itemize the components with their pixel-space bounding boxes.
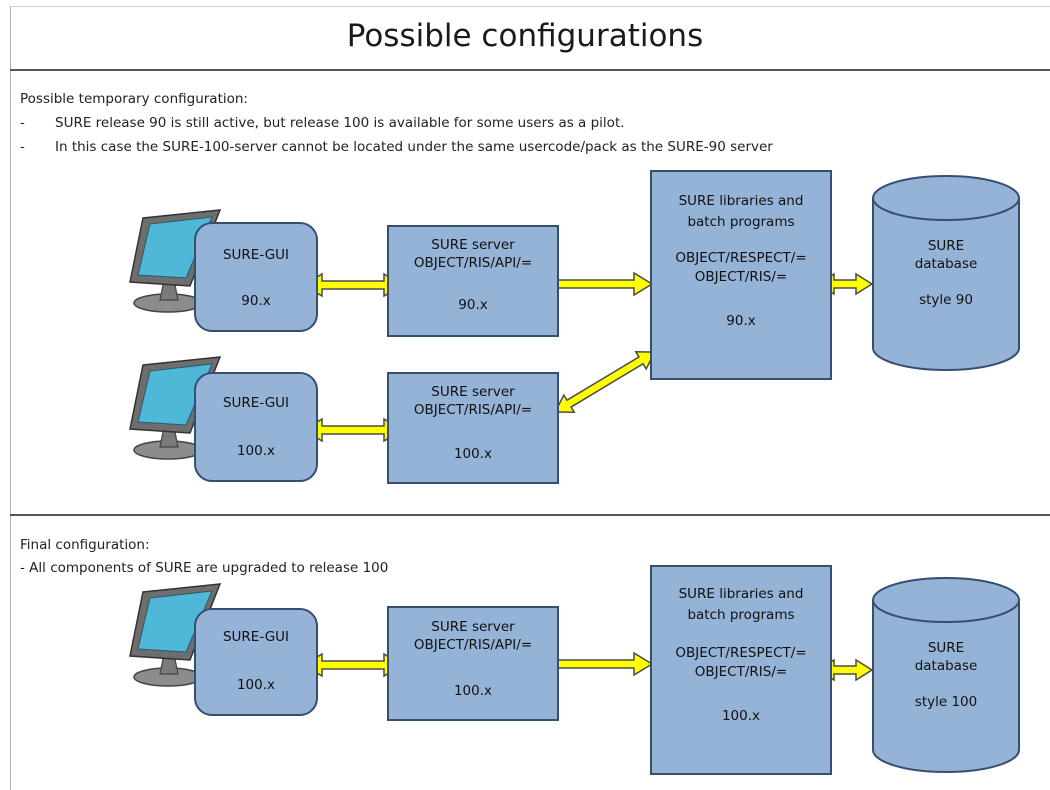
database-style: style 90 [919,292,973,308]
libraries-line1: SURE libraries and [678,193,804,209]
title-divider [10,69,1050,71]
sure-gui-final-box: SURE-GUI 100.x [194,608,318,716]
sure-server-100-box: SURE server OBJECT/RIS/API/= 100.x [387,372,559,484]
final-bullet: - All components of SURE are upgraded to… [20,560,389,576]
libraries-version: 90.x [726,312,756,329]
libraries-line2: batch programs [687,214,795,231]
sure-server-final-box: SURE server OBJECT/RIS/API/= 100.x [387,606,559,721]
slide-frame [10,6,1050,790]
slide-title: Possible configurations [346,18,704,54]
server-path: OBJECT/RIS/API/= [413,402,533,419]
database-line1: SURE [927,640,965,656]
sure-libraries-90-box: SURE libraries and batch programs OBJECT… [650,170,832,380]
server-title: SURE server [431,237,515,253]
server-version: 90.x [458,297,488,314]
temporary-bullet-1: SURE release 90 is still active, but rel… [55,115,625,131]
libraries-line4: OBJECT/RIS/= [694,663,788,680]
server-title: SURE server [431,384,515,400]
database-style: style 100 [914,694,978,710]
gui-version: 100.x [236,443,276,460]
sure-server-90-box: SURE server OBJECT/RIS/API/= 90.x [387,225,559,337]
gui-version: 90.x [241,293,271,310]
libraries-line3: OBJECT/RESPECT/= [675,645,807,662]
libraries-line3: OBJECT/RESPECT/= [675,250,807,267]
database-90-label: SURE database style 90 [873,238,1019,308]
gui-version: 100.x [236,677,276,694]
bullet-marker-1: - [20,115,25,131]
sure-libraries-final-box: SURE libraries and batch programs OBJECT… [650,565,832,775]
final-heading: Final configuration: [20,537,150,553]
server-path: OBJECT/RIS/API/= [413,255,533,272]
bullet-marker-2: - [20,139,25,155]
server-version: 100.x [453,446,493,463]
server-title: SURE server [431,619,515,635]
section-divider [10,514,1050,516]
libraries-line4: OBJECT/RIS/= [694,268,788,285]
gui-name: SURE-GUI [222,629,290,645]
database-cylinder-icon [872,175,1020,371]
server-version: 100.x [453,683,493,700]
database-line2: database [914,658,978,674]
sure-gui-100-box: SURE-GUI 100.x [194,372,318,482]
database-line2: database [914,256,978,272]
gui-name: SURE-GUI [222,395,290,411]
database-line1: SURE [927,238,965,254]
database-cylinder-icon [872,577,1020,773]
sure-gui-90-box: SURE-GUI 90.x [194,222,318,332]
libraries-line2: batch programs [687,607,795,624]
libraries-line1: SURE libraries and [678,586,804,602]
database-final-label: SURE database style 100 [873,640,1019,710]
double-arrow-icon [554,351,656,413]
temporary-bullet-2: In this case the SURE-100-server cannot … [55,139,773,155]
libraries-version: 100.x [721,707,761,724]
gui-name: SURE-GUI [222,247,290,263]
server-path: OBJECT/RIS/API/= [413,637,533,654]
temporary-heading: Possible temporary configuration: [20,91,248,107]
